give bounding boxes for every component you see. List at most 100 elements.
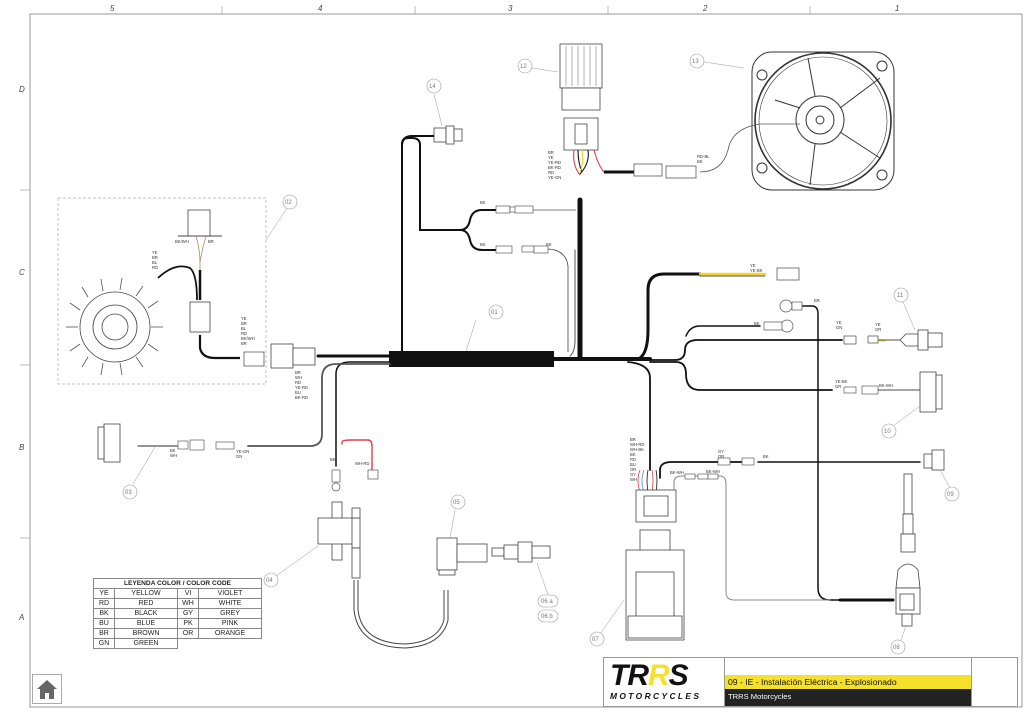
main-harness — [137, 137, 921, 602]
main-connector-labels: BR WH RD YE-RD BU BK-RD — [295, 370, 308, 400]
temp-branch-label: BK — [480, 200, 486, 205]
stator-output-lead — [198, 335, 240, 360]
svg-text:WH-RD: WH-RD — [630, 442, 644, 447]
svg-text:06 a: 06 a — [541, 599, 553, 605]
svg-text:RD: RD — [630, 457, 636, 462]
spark-plug-cap — [436, 537, 488, 576]
svg-text:BK-WH: BK-WH — [670, 470, 684, 475]
fan-labels: RD-BL BK — [697, 154, 710, 164]
callout-12: 12 — [517, 58, 559, 74]
column-label: 2 — [702, 4, 708, 13]
svg-text:BK/WH: BK/WH — [175, 239, 189, 244]
ignition-whrd-label: WH-RD — [355, 461, 369, 466]
conn10-a — [843, 386, 857, 394]
temp-branch-label: BK — [480, 242, 486, 247]
svg-text:BK: BK — [630, 452, 636, 457]
svg-text:BU: BU — [630, 462, 636, 467]
legend-title: LEYENDA COLOR / COLOR CODE — [93, 578, 262, 589]
yellow-lead-connector — [776, 267, 800, 281]
gy-or-labels: GY OR BK BK-WH BK-WH — [670, 449, 769, 475]
svg-text:YE: YE — [875, 322, 881, 327]
conn10-labels: YE-BK GR BK-WH — [835, 379, 893, 389]
ground-terminals — [763, 299, 803, 333]
company-name: TRRS Motorcycles — [725, 689, 971, 706]
svg-text:09: 09 — [947, 492, 954, 498]
svg-text:BR: BR — [548, 150, 554, 155]
svg-text:WH: WH — [295, 375, 302, 380]
svg-text:GN: GN — [836, 325, 842, 330]
stator — [66, 277, 163, 376]
ht-lead-inner — [354, 580, 448, 648]
row-label: D — [19, 85, 25, 94]
svg-text:BR: BR — [241, 341, 247, 346]
svg-text:BR: BR — [208, 239, 214, 244]
svg-text:YE-RD: YE-RD — [548, 160, 561, 165]
svg-text:YE-BK: YE-BK — [750, 268, 763, 273]
column-label: 3 — [508, 4, 513, 13]
stator-group-box — [57, 197, 267, 385]
home-button[interactable] — [32, 674, 62, 704]
svg-text:BR: BR — [152, 255, 158, 260]
ignition-bk-label: BK — [330, 457, 336, 462]
start-switch — [899, 329, 943, 351]
svg-text:YE: YE — [241, 316, 247, 321]
svg-text:YE-GN: YE-GN — [236, 449, 249, 454]
regulator — [559, 43, 603, 151]
pickup-coil — [187, 209, 211, 237]
callout-09: 09 — [939, 469, 960, 502]
document-title: 09 - IE - Instalación Eléctrica - Explos… — [725, 675, 971, 689]
svg-text:GY: GY — [718, 449, 724, 454]
temp-branch-label: BK — [546, 242, 552, 247]
stator-grommet — [189, 301, 211, 333]
svg-text:BR: BR — [241, 321, 247, 326]
cdi-labels: BR WH-RD WH-BK BK RD BU OR GY WH — [630, 437, 644, 482]
multi-connector-10 — [919, 371, 943, 413]
svg-text:RD: RD — [241, 331, 247, 336]
cdi-unit — [625, 529, 685, 641]
svg-text:14: 14 — [429, 84, 436, 90]
stator-top-labels: YE BR BL RD BK/WH BR — [152, 239, 214, 270]
temperature-sensor — [433, 125, 463, 145]
svg-text:GR: GR — [875, 327, 881, 332]
svg-text:RD-BL: RD-BL — [697, 154, 710, 159]
svg-text:YE-BK: YE-BK — [835, 379, 848, 384]
svg-text:05: 05 — [453, 500, 460, 506]
ground-label: BK — [754, 321, 760, 326]
callout-08: 08 — [890, 625, 907, 655]
svg-text:02: 02 — [285, 200, 292, 206]
svg-text:BR: BR — [630, 437, 636, 442]
svg-text:RD: RD — [152, 265, 158, 270]
stator-connector — [243, 351, 265, 367]
svg-text:WH: WH — [170, 453, 177, 458]
svg-text:RD: RD — [295, 380, 301, 385]
svg-text:BK-WH: BK-WH — [706, 469, 720, 474]
ignition-terminals — [331, 469, 379, 492]
svg-text:OR: OR — [630, 467, 636, 472]
main-connector-housing — [270, 343, 294, 369]
main-connector-plug — [292, 347, 316, 366]
temp-branch-connectors — [495, 205, 549, 254]
callout-01: 01 — [465, 304, 504, 352]
temp-branch-wire-2 — [547, 248, 569, 352]
logo-wordmark: TRRS — [610, 659, 689, 692]
conn03-connectors — [177, 439, 235, 451]
home-icon — [37, 680, 57, 699]
svg-text:BK-RD: BK-RD — [548, 165, 561, 170]
svg-text:12: 12 — [520, 64, 527, 70]
svg-text:11: 11 — [897, 293, 904, 299]
shield-logo-box — [971, 658, 1018, 706]
callout-05: 05 — [449, 494, 466, 539]
svg-text:YE-RD: YE-RD — [295, 385, 308, 390]
switch11-labels: YE GN YE GR — [836, 320, 881, 332]
fan-lead — [699, 123, 800, 173]
svg-text:WH: WH — [630, 477, 637, 482]
throttle-position-switch — [895, 473, 921, 627]
column-label: 1 — [895, 4, 899, 13]
regulator-labels: BR YE YE-RD BK-RD RD YE-GN — [548, 150, 561, 180]
